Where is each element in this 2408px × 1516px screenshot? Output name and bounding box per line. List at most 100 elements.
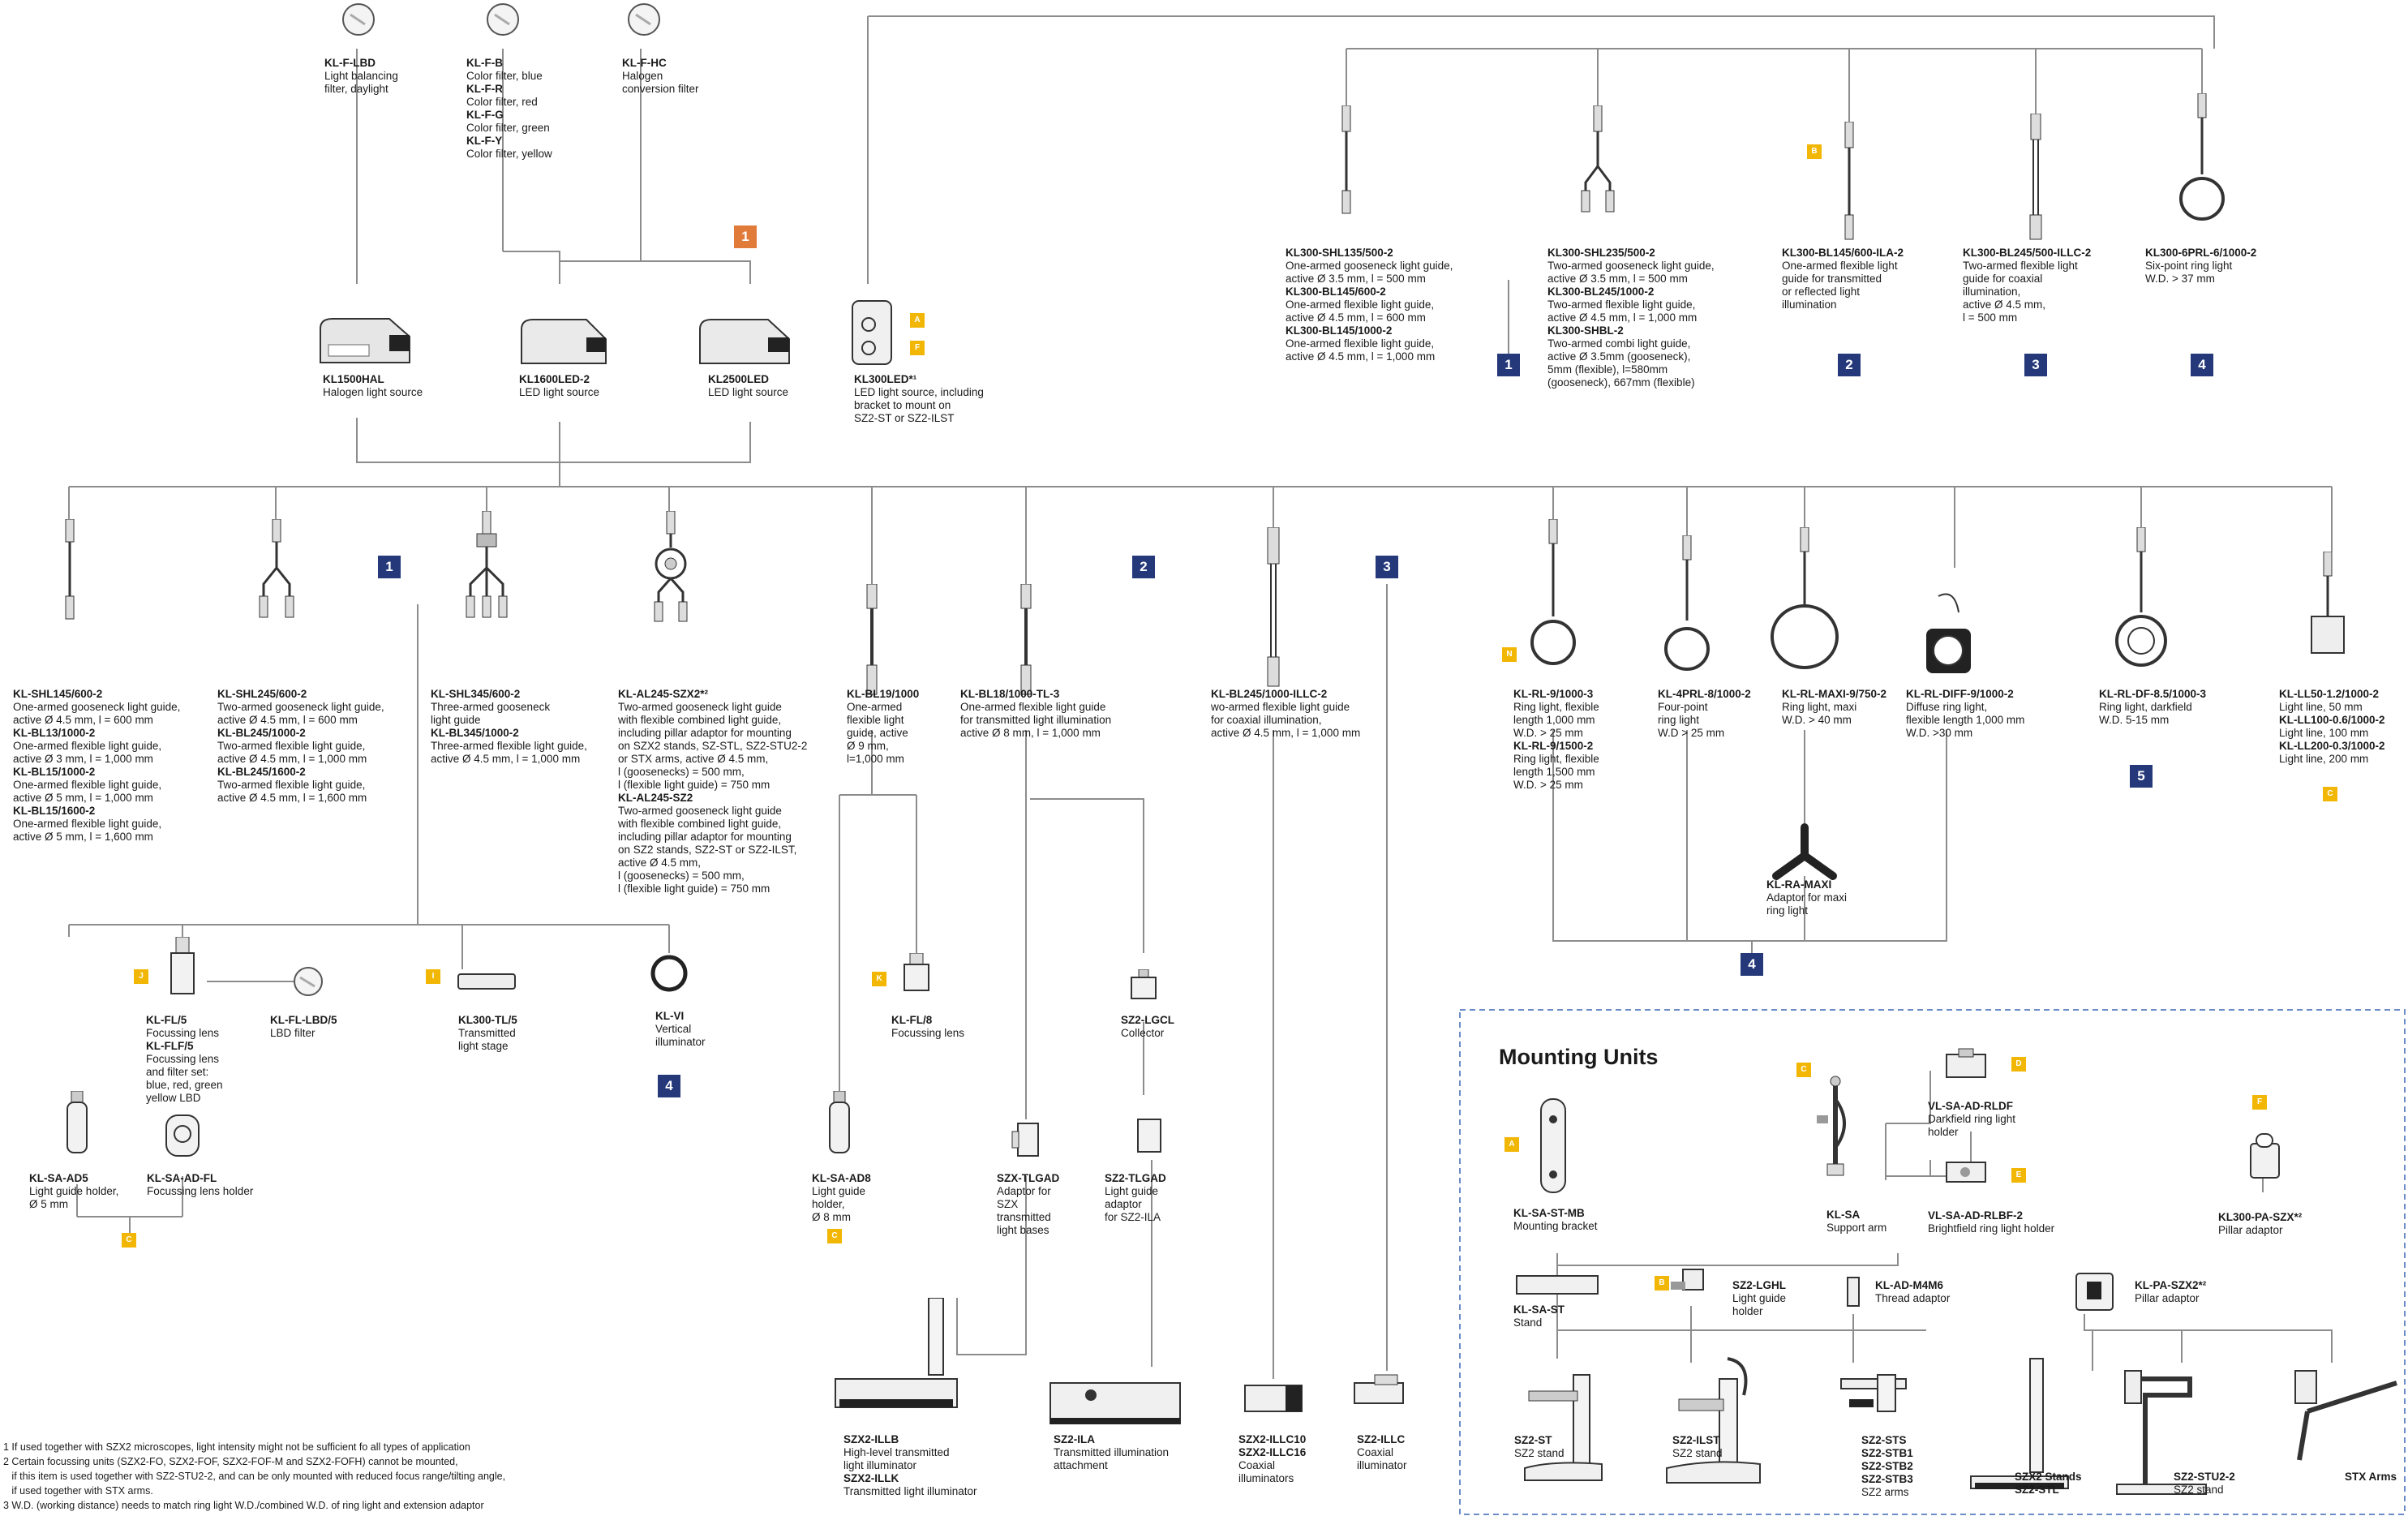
badge-4: 4	[658, 1075, 680, 1097]
product-description: W.D. 5-15 mm	[2099, 714, 2170, 726]
product-code: KL300-PA-SZX*²	[2218, 1211, 2303, 1223]
product-code: KL-FL/5	[146, 1014, 187, 1026]
product-code: KL1500HAL	[323, 373, 384, 385]
combined-light-guide-icon	[654, 511, 688, 622]
product-code: KL-BL19/1000	[847, 688, 920, 700]
product-code: SZX2 Stands	[2015, 1471, 2082, 1483]
two-armed-light-guide-icon	[1581, 105, 1615, 213]
szx2-stands-icon	[1970, 1358, 2069, 1489]
product-description: Color filter, blue	[466, 70, 543, 82]
product-description: Light guide	[1105, 1185, 1159, 1197]
product-label-m15: STX Arms	[2345, 1471, 2397, 1484]
product-code: KL-BL245/1000-2	[217, 727, 306, 739]
product-description: Ring light, flexible	[1513, 753, 1599, 765]
sz2-stu2-stand-icon	[2116, 1370, 2207, 1495]
tag-f: F	[910, 341, 925, 355]
product-description: Two-armed flexible light guide,	[1547, 298, 1696, 311]
two-armed-illc-light-guide-icon	[2029, 114, 2042, 240]
product-description: blue, red, green	[146, 1079, 223, 1091]
product-code: KL-F-B	[466, 57, 503, 69]
product-code: KL-RL-DF-8.5/1000-3	[2099, 688, 2207, 700]
product-description: SZ2 stand	[2174, 1484, 2224, 1496]
product-description: guide, active	[847, 727, 908, 739]
light-guide-holder-icon	[67, 1091, 88, 1153]
focussing-lens-icon	[904, 953, 929, 991]
product-description: active Ø 8 mm, l = 1,000 mm	[960, 727, 1101, 739]
tag-c: C	[2323, 787, 2337, 801]
product-description: with flexible combined light guide,	[618, 714, 782, 726]
badge-3: 3	[1376, 556, 1398, 578]
product-code: KL300LED*¹	[854, 373, 917, 385]
product-code: SZX2-ILLC10	[1238, 1433, 1307, 1445]
product-description: active Ø 4.5 mm,	[618, 857, 702, 869]
kl1600led-light-source-icon	[521, 319, 607, 364]
product-description: on SZX2 stands, SZ-STL, SZ2-STU2-2	[618, 740, 808, 752]
product-description: One-armed flexible light guide	[960, 701, 1106, 713]
product-description: holder,	[812, 1198, 845, 1210]
product-description: W.D > 25 mm	[1658, 727, 1725, 739]
sz2-arms-icon	[1840, 1374, 1907, 1412]
filter-disc-icon	[628, 3, 660, 36]
product-description: Light line, 200 mm	[2279, 753, 2369, 765]
product-description: illuminators	[1238, 1472, 1294, 1484]
product-description: illuminator	[1357, 1459, 1407, 1471]
thread-adaptor-icon	[1847, 1277, 1860, 1307]
ring-light-icon	[1530, 519, 1576, 665]
product-description: Focussing lens	[891, 1027, 965, 1039]
product-description: l=1,000 mm	[847, 753, 904, 765]
product-description: Darkfield ring light	[1928, 1113, 2016, 1125]
badge-1-orange: 1	[734, 225, 757, 248]
product-code: SZ2-STL	[2015, 1484, 2059, 1496]
tag-b: B	[1807, 144, 1822, 159]
product-description: LED light source	[708, 386, 789, 398]
transmitted-illumination-attachment-icon	[1049, 1382, 1181, 1424]
product-code: KL300-6PRL-6/1000-2	[2145, 247, 2257, 259]
product-description: active Ø 4.5 mm, l = 1,000 mm	[1286, 350, 1436, 363]
footnote: 1 If used together with SZX2 microscopes…	[3, 1441, 470, 1453]
product-code: SZX-TLGAD	[997, 1172, 1060, 1184]
product-description: Brightfield ring light holder	[1928, 1222, 2055, 1235]
two-armed-light-guide-icon	[259, 519, 294, 618]
product-code: KL300-SHBL-2	[1547, 324, 1624, 337]
product-description: active Ø 4.5 mm, l = 1,000 mm	[1547, 311, 1698, 324]
brightfield-ring-light-holder-icon	[1946, 1162, 1986, 1183]
product-description: including pillar adaptor for mounting	[618, 727, 792, 739]
badge-5: 5	[2130, 765, 2153, 788]
product-description: or reflected light	[1782, 286, 1861, 298]
footnote: 2 Certain focussing units (SZX2-FO, SZX2…	[3, 1456, 458, 1467]
kl1500hal-light-source-icon	[320, 318, 410, 363]
product-code: KL-BL345/1000-2	[431, 727, 519, 739]
product-description: SZ2 stand	[1514, 1447, 1565, 1459]
maxi-ring-light-icon	[1771, 527, 1839, 669]
product-description: Two-armed flexible light guide,	[217, 740, 366, 752]
product-description: One-armed flexible light guide,	[13, 740, 162, 752]
product-description: active Ø 4.5 mm, l = 1,000 mm	[217, 753, 367, 765]
footnote: if used together with STX arms.	[3, 1485, 153, 1497]
product-code: KL-RL-9/1000-3	[1513, 688, 1594, 700]
product-description: with flexible combined light guide,	[618, 818, 782, 830]
product-description: One-armed flexible light guide,	[1286, 337, 1435, 350]
product-description: High-level transmitted	[843, 1446, 950, 1458]
product-description: W.D. > 25 mm	[1513, 779, 1583, 791]
product-code: KL-F-HC	[622, 57, 667, 69]
product-description: Thread adaptor	[1875, 1292, 1951, 1304]
tag-f: F	[2252, 1095, 2267, 1110]
product-code: KL-FL/8	[891, 1014, 933, 1026]
product-code: KL-SA-ST-MB	[1513, 1207, 1585, 1219]
product-code: KL-F-G	[466, 109, 504, 121]
product-code: VL-SA-AD-RLDF	[1928, 1100, 2013, 1112]
product-description: Light line, 50 mm	[2279, 701, 2363, 713]
